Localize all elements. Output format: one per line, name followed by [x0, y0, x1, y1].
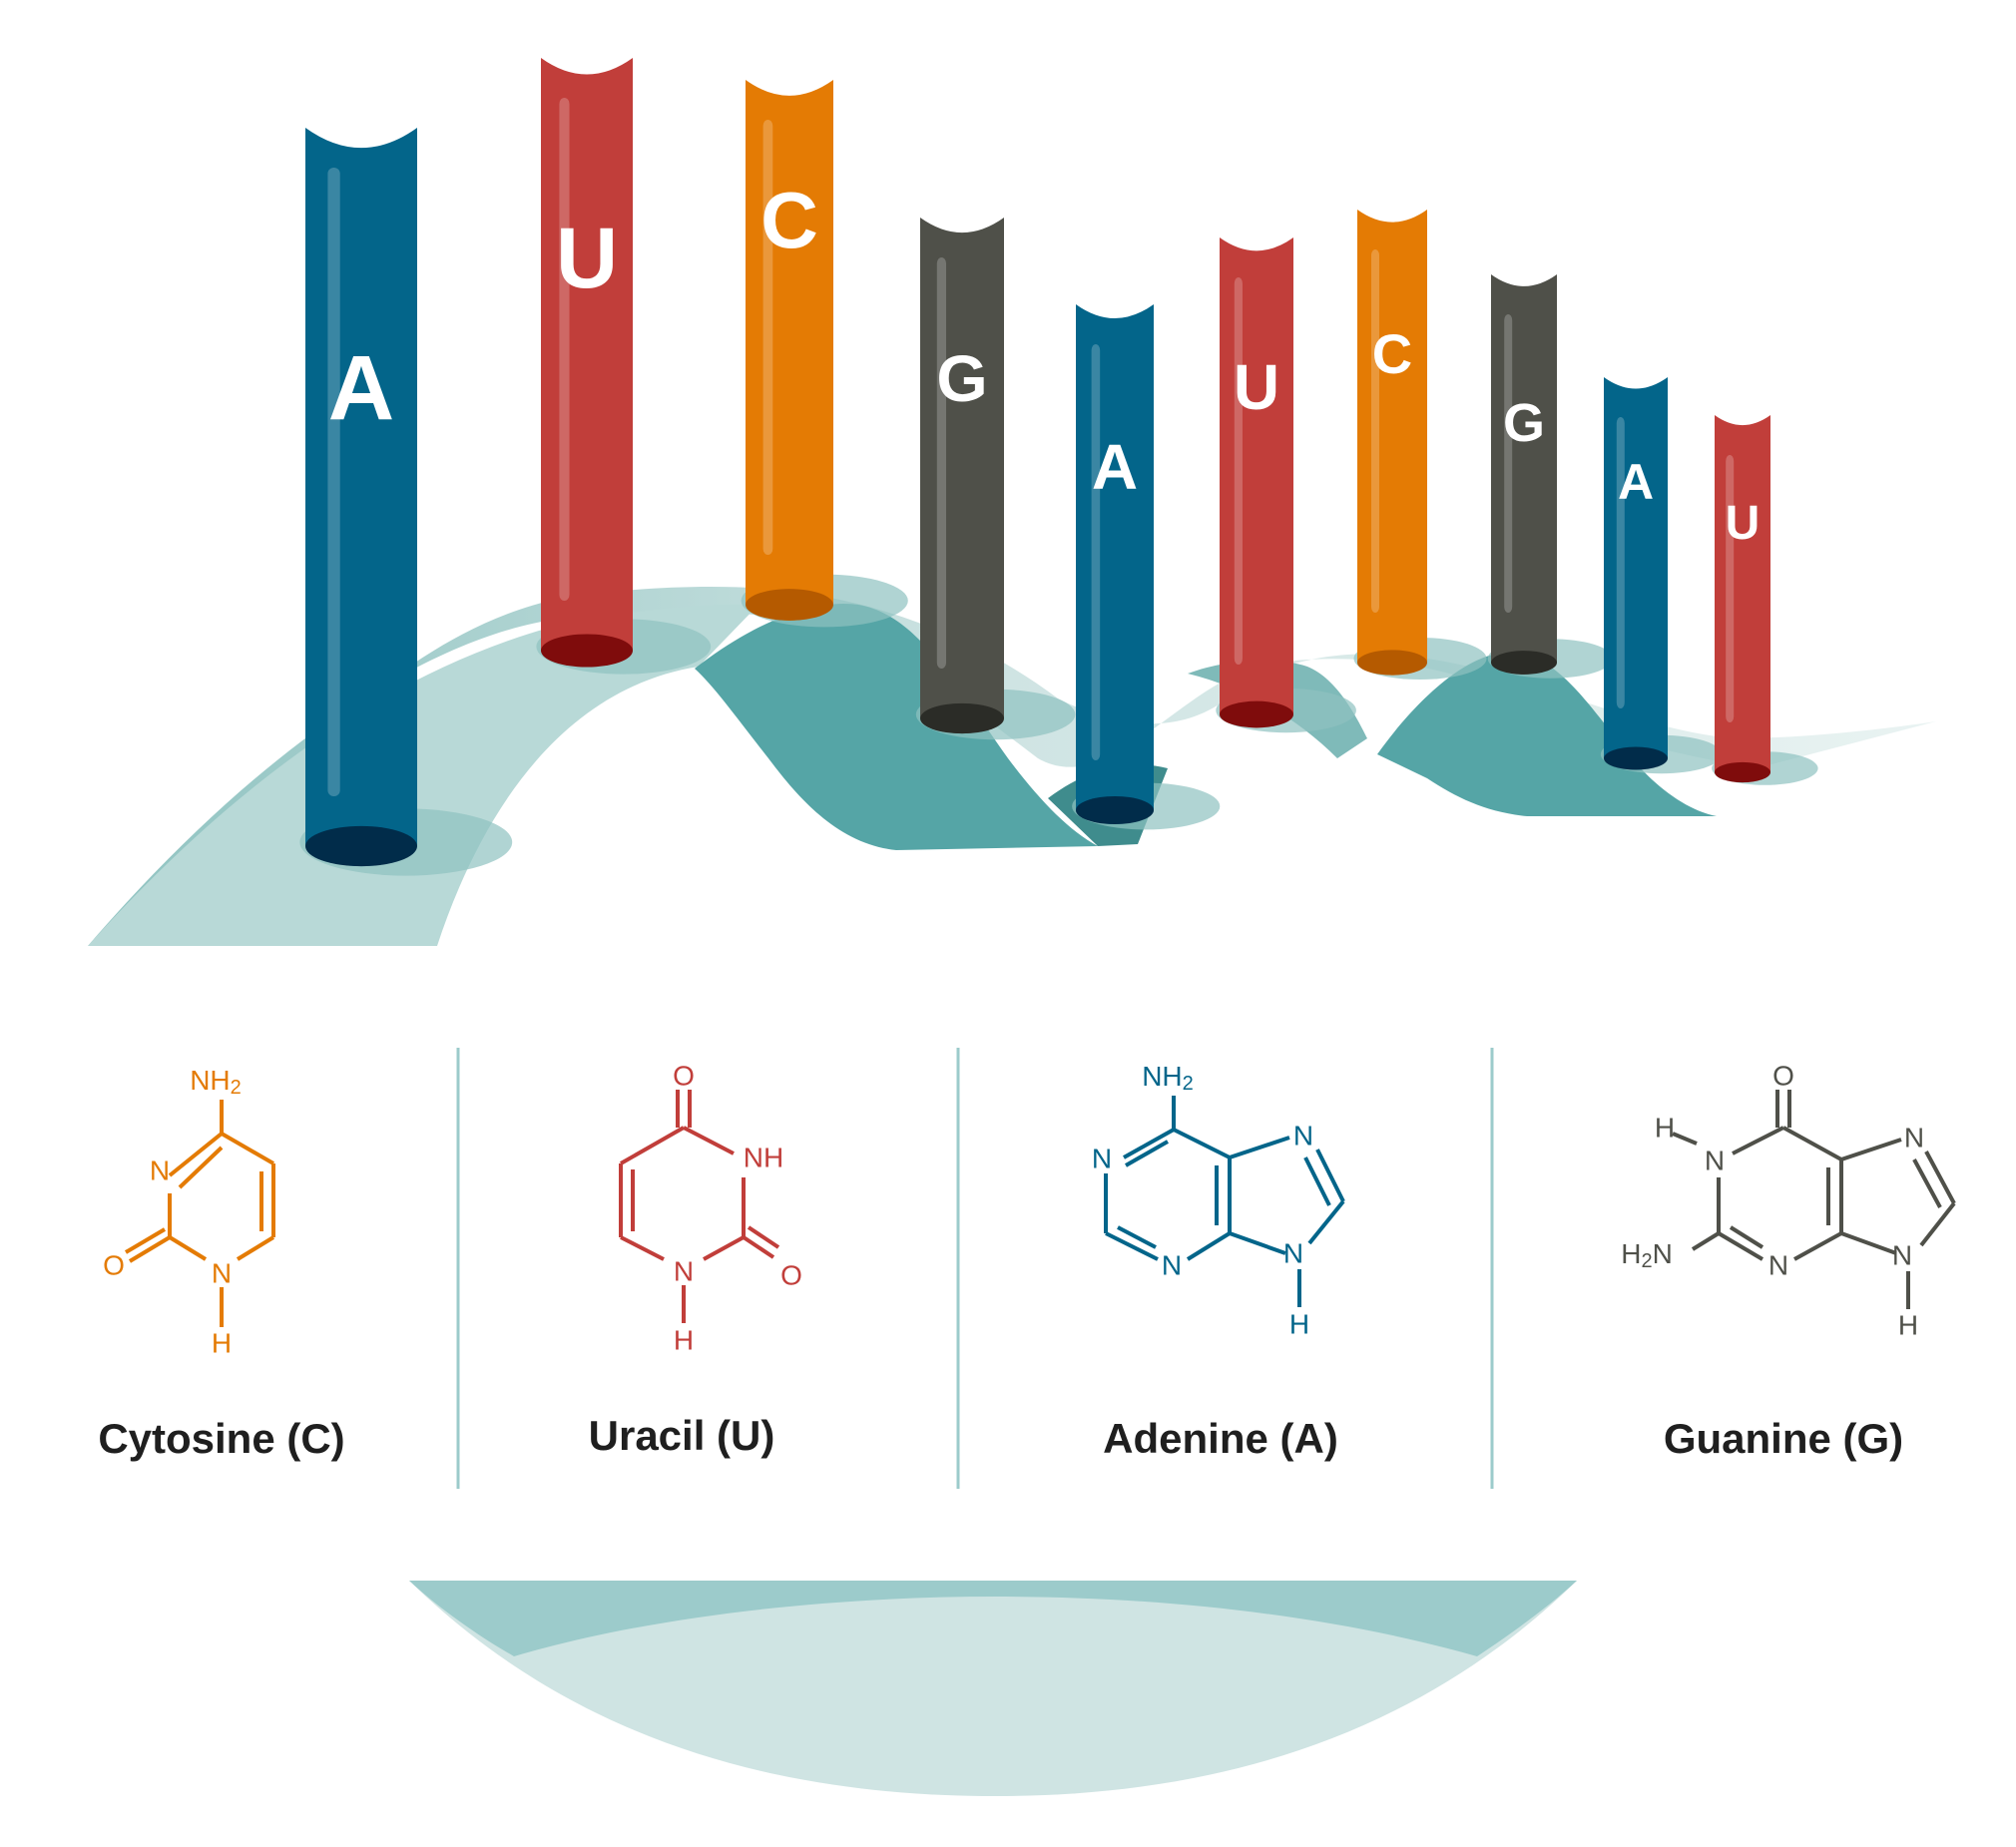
pillar-base — [1220, 700, 1293, 728]
pillar-body — [1220, 237, 1293, 728]
pillar-body — [541, 58, 633, 668]
pillar-body — [920, 218, 1004, 734]
pillar-base — [305, 825, 417, 867]
pillar-1: A — [299, 128, 513, 876]
adenine-nh2-label: NH2 — [1142, 1061, 1194, 1096]
uracil-caption: Uracil (U) — [588, 1412, 775, 1459]
nucleotide-pillars: A U C G A U C G A U — [299, 58, 1818, 876]
pillar-highlight — [1371, 249, 1379, 613]
pillar-letter: U — [1234, 351, 1279, 423]
adenine-caption: Adenine (A) — [1103, 1415, 1338, 1462]
pillar-highlight — [559, 98, 570, 601]
guanine-caption: Guanine (G) — [1663, 1415, 1904, 1462]
pillar-highlight — [327, 168, 340, 796]
pillar-letter: C — [1372, 322, 1412, 385]
pillar-6: U — [1216, 237, 1356, 733]
pillar-highlight — [1234, 277, 1243, 665]
pillar-letter: C — [760, 176, 818, 264]
pillar-base — [920, 702, 1004, 734]
pillar-body — [1076, 304, 1154, 825]
ribbon-wave-2b — [1377, 652, 1717, 816]
pillar-7: C — [1353, 210, 1487, 680]
cytosine-n1-label: N — [212, 1258, 232, 1289]
pillar-letter: G — [936, 341, 987, 415]
pillar-3: C — [741, 80, 908, 628]
adenine-n-bottom-label: N — [1162, 1250, 1182, 1281]
uracil-o-right-label: O — [780, 1260, 802, 1291]
pillar-base — [1715, 761, 1770, 783]
ribbon-left — [88, 604, 758, 946]
bottom-bowl — [409, 1581, 1577, 1796]
pillar-body — [1715, 415, 1770, 783]
guanine-n-bottom-label: N — [1768, 1250, 1788, 1281]
uracil-nh-label: NH — [744, 1143, 783, 1173]
cytosine-caption: Cytosine (C) — [98, 1415, 345, 1462]
pillar-highlight — [1726, 455, 1735, 722]
pillar-4: G — [915, 218, 1076, 740]
guanine-h2n-label: H2N — [1621, 1238, 1673, 1273]
guanine-h-bottom-label: H — [1898, 1310, 1918, 1341]
pillar-base — [746, 589, 833, 621]
pillar-highlight — [936, 257, 947, 669]
pillar-body — [746, 80, 833, 621]
pillar-base — [1491, 651, 1557, 675]
bottom-bowl-rim — [409, 1581, 1577, 1656]
pillar-10: U — [1712, 415, 1818, 785]
cytosine-structure — [124, 1100, 275, 1327]
uracil-n-label: N — [674, 1256, 694, 1287]
adenine-n-left-label: N — [1092, 1144, 1112, 1174]
pillar-8: G — [1487, 274, 1614, 679]
pillar-letter: U — [1726, 497, 1761, 550]
adenine-n-top-right-label: N — [1293, 1121, 1313, 1152]
cytosine-h-label: H — [212, 1328, 232, 1359]
pillar-letter: A — [1092, 431, 1138, 503]
pillar-2: U — [536, 58, 712, 675]
pillar-letter: G — [1503, 393, 1545, 453]
pillar-highlight — [762, 120, 773, 555]
cytosine-n3-label: N — [150, 1155, 170, 1186]
guanine-o-label: O — [1772, 1061, 1794, 1092]
pillar-body — [1357, 210, 1427, 676]
uracil-o-top-label: O — [673, 1061, 695, 1092]
guanine-structure — [1672, 1090, 1956, 1309]
guanine-h-left-label: H — [1655, 1113, 1675, 1144]
cytosine-o-label: O — [103, 1250, 125, 1281]
pillar-body — [305, 128, 417, 867]
pillar-base — [1357, 650, 1427, 676]
pillar-9: A — [1600, 377, 1723, 774]
guanine-n-bottom-right-label: N — [1892, 1240, 1912, 1271]
pillar-base — [1076, 795, 1154, 825]
pillar-highlight — [1091, 344, 1101, 760]
pillar-body — [1604, 377, 1668, 770]
guanine-n-top-right-label: N — [1904, 1123, 1924, 1154]
pillar-body — [1491, 274, 1557, 675]
pillar-letter: A — [328, 337, 394, 439]
pillar-5: A — [1072, 304, 1221, 830]
guanine-n-left-label: N — [1705, 1146, 1725, 1176]
pillar-letter: U — [556, 211, 618, 306]
adenine-h-label: H — [1289, 1309, 1309, 1340]
cytosine-nh2-label: NH2 — [190, 1065, 242, 1100]
pillar-letter: A — [1618, 454, 1654, 510]
uracil-structure — [619, 1090, 780, 1323]
pillar-base — [541, 634, 633, 668]
pillar-highlight — [1616, 417, 1625, 708]
adenine-n-bottom-right-label: N — [1283, 1238, 1303, 1269]
pillar-highlight — [1504, 314, 1513, 613]
ribbon-wave-1 — [695, 603, 1098, 850]
adenine-structure — [1104, 1096, 1345, 1307]
pillar-base — [1604, 746, 1668, 770]
uracil-h-label: H — [674, 1325, 694, 1356]
